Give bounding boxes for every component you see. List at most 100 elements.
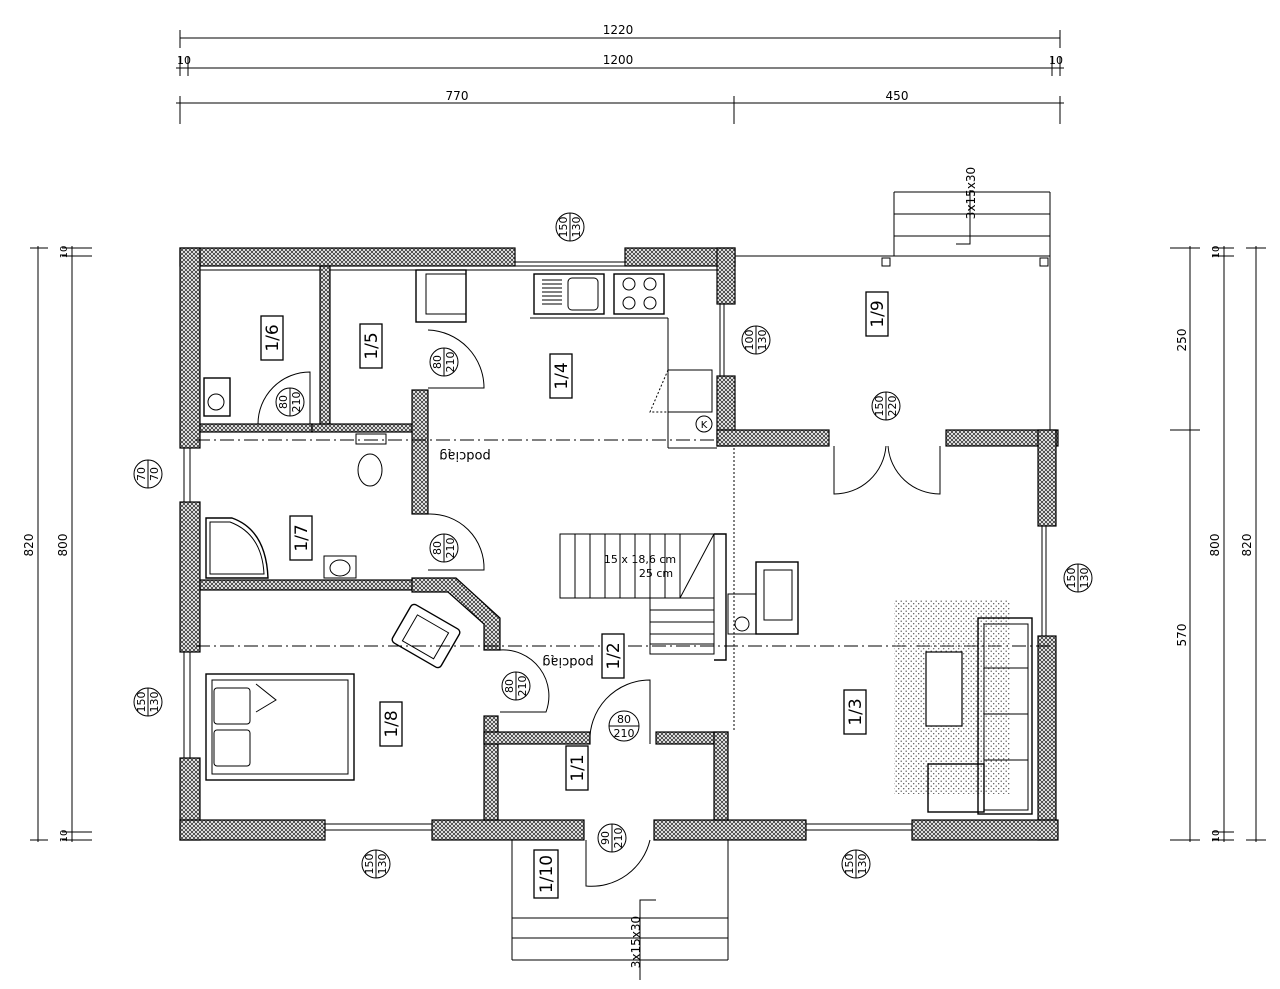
bath-sink-icon (323, 555, 357, 579)
opening-marker: 150 220 (871, 391, 901, 421)
svg-text:130: 130 (570, 217, 583, 238)
dim-right-lower: 570 (1175, 624, 1189, 647)
svg-text:150: 150 (843, 854, 856, 875)
left-dimensions: 820 800 10 10 (22, 246, 92, 843)
opening-marker: 90 210 (597, 823, 627, 853)
svg-text:210: 210 (444, 352, 457, 373)
sofa-icon (927, 617, 1033, 815)
stairs-step-label: 15 x 18,6 cm (604, 553, 676, 566)
interior-walls (199, 265, 729, 821)
svg-text:100: 100 (743, 330, 756, 351)
armchair-icon (391, 603, 461, 669)
shower-icon (205, 517, 269, 579)
opening-marker: 150 130 (841, 849, 871, 879)
dim-top-right-part: 450 (886, 89, 909, 103)
svg-text:1/4: 1/4 (552, 362, 572, 389)
opening-marker: 80 210 (429, 347, 459, 377)
svg-text:130: 130 (148, 692, 161, 713)
boiler-icon (695, 415, 713, 433)
fixtures: K (203, 269, 1033, 815)
doors (257, 329, 941, 887)
svg-text:150: 150 (363, 854, 376, 875)
dim-right-total: 820 (1240, 534, 1254, 557)
svg-text:150: 150 (1065, 568, 1078, 589)
exterior-walls (179, 247, 1059, 841)
svg-text:1/6: 1/6 (263, 324, 283, 351)
svg-text:130: 130 (1078, 568, 1091, 589)
svg-text:1/1: 1/1 (568, 754, 588, 781)
kitchen-k-label: K (701, 420, 708, 431)
staircase: 15 x 18,6 cm 25 cm (559, 533, 727, 661)
stairs-tread-label: 25 cm (639, 567, 673, 580)
opening-marker: 80 210 (608, 710, 640, 742)
dim-top-wall-right: 10 (1049, 54, 1063, 67)
svg-text:1/5: 1/5 (362, 332, 382, 359)
svg-text:210: 210 (614, 727, 635, 740)
steps-top-label: 3x15x30 (964, 167, 978, 219)
dim-left-total: 820 (22, 534, 36, 557)
dim-right-wall-top: 10 (1211, 246, 1222, 259)
svg-text:90: 90 (599, 831, 612, 845)
svg-text:150: 150 (135, 692, 148, 713)
room-1-4-label: 1/4 (549, 353, 573, 399)
right-dimensions: 250 570 800 10 10 820 (1170, 246, 1266, 843)
opening-marker: 70 70 (133, 459, 163, 489)
opening-marker: 80 210 (275, 387, 305, 417)
coffee-table-icon (925, 651, 963, 727)
room-1-9-label: 1/9 (865, 291, 889, 337)
room-1-8-label: 1/8 (379, 701, 403, 747)
svg-text:70: 70 (148, 467, 161, 481)
svg-text:1/3: 1/3 (846, 698, 866, 725)
room-1-5-label: 1/5 (359, 323, 383, 369)
svg-text:210: 210 (516, 676, 529, 697)
podciag-label-2: podciąg (542, 654, 593, 669)
opening-marker: 150 130 (133, 687, 163, 717)
room-1-1-label: 1/1 (565, 745, 589, 791)
room-1-10-label: 1/10 (533, 849, 559, 899)
dim-right-inner: 800 (1208, 534, 1222, 557)
svg-text:80: 80 (617, 713, 631, 726)
room-1-6-label: 1/6 (260, 315, 284, 361)
svg-text:1/2: 1/2 (604, 642, 624, 669)
opening-markers: 150 130 100 130 150 220 80 210 80 210 (133, 212, 1093, 879)
top-dimensions: 1220 1200 10 10 770 450 (176, 23, 1064, 124)
dim-left-wall-bottom: 10 (59, 830, 70, 843)
dim-left-inner: 800 (56, 534, 70, 557)
toilet-icon (355, 433, 387, 487)
dim-left-wall-top: 10 (59, 246, 70, 259)
dim-right-upper: 250 (1175, 329, 1189, 352)
svg-text:220: 220 (886, 396, 899, 417)
bed-icon (205, 673, 355, 781)
svg-text:80: 80 (503, 679, 516, 693)
podciag-label-1: podciąg (439, 448, 490, 463)
svg-text:130: 130 (756, 330, 769, 351)
opening-marker: 150 130 (1063, 563, 1093, 593)
top-steps: 3x15x30 (893, 167, 1051, 256)
svg-text:80: 80 (431, 541, 444, 555)
svg-text:150: 150 (557, 217, 570, 238)
svg-text:210: 210 (444, 538, 457, 559)
room-1-2-label: 1/2 (601, 633, 625, 679)
washing-machine-icon (203, 377, 231, 417)
partition-lines (200, 255, 1051, 730)
room-labels: 1/6 1/5 1/4 1/9 1/7 1/2 1/3 1/8 1/1 1/10 (260, 291, 889, 899)
svg-text:1/8: 1/8 (382, 710, 402, 737)
dim-top-left-part: 770 (446, 89, 469, 103)
svg-text:1/7: 1/7 (292, 524, 312, 551)
svg-text:130: 130 (856, 854, 869, 875)
room-1-7-label: 1/7 (289, 515, 313, 561)
svg-text:80: 80 (277, 395, 290, 409)
stove-icon (613, 273, 665, 315)
dim-top-wall-left: 10 (177, 54, 191, 67)
steps-bottom-label: 3x15x30 (629, 916, 643, 968)
dim-right-wall-bottom: 10 (1211, 830, 1222, 843)
kitchen-sink-icon (533, 273, 605, 315)
room-1-3-label: 1/3 (843, 689, 867, 735)
svg-text:210: 210 (290, 392, 303, 413)
opening-marker: 150 130 (361, 849, 391, 879)
svg-text:1/10: 1/10 (537, 855, 557, 893)
opening-marker: 100 130 (741, 325, 771, 355)
svg-text:1/9: 1/9 (868, 300, 888, 327)
svg-text:80: 80 (431, 355, 444, 369)
